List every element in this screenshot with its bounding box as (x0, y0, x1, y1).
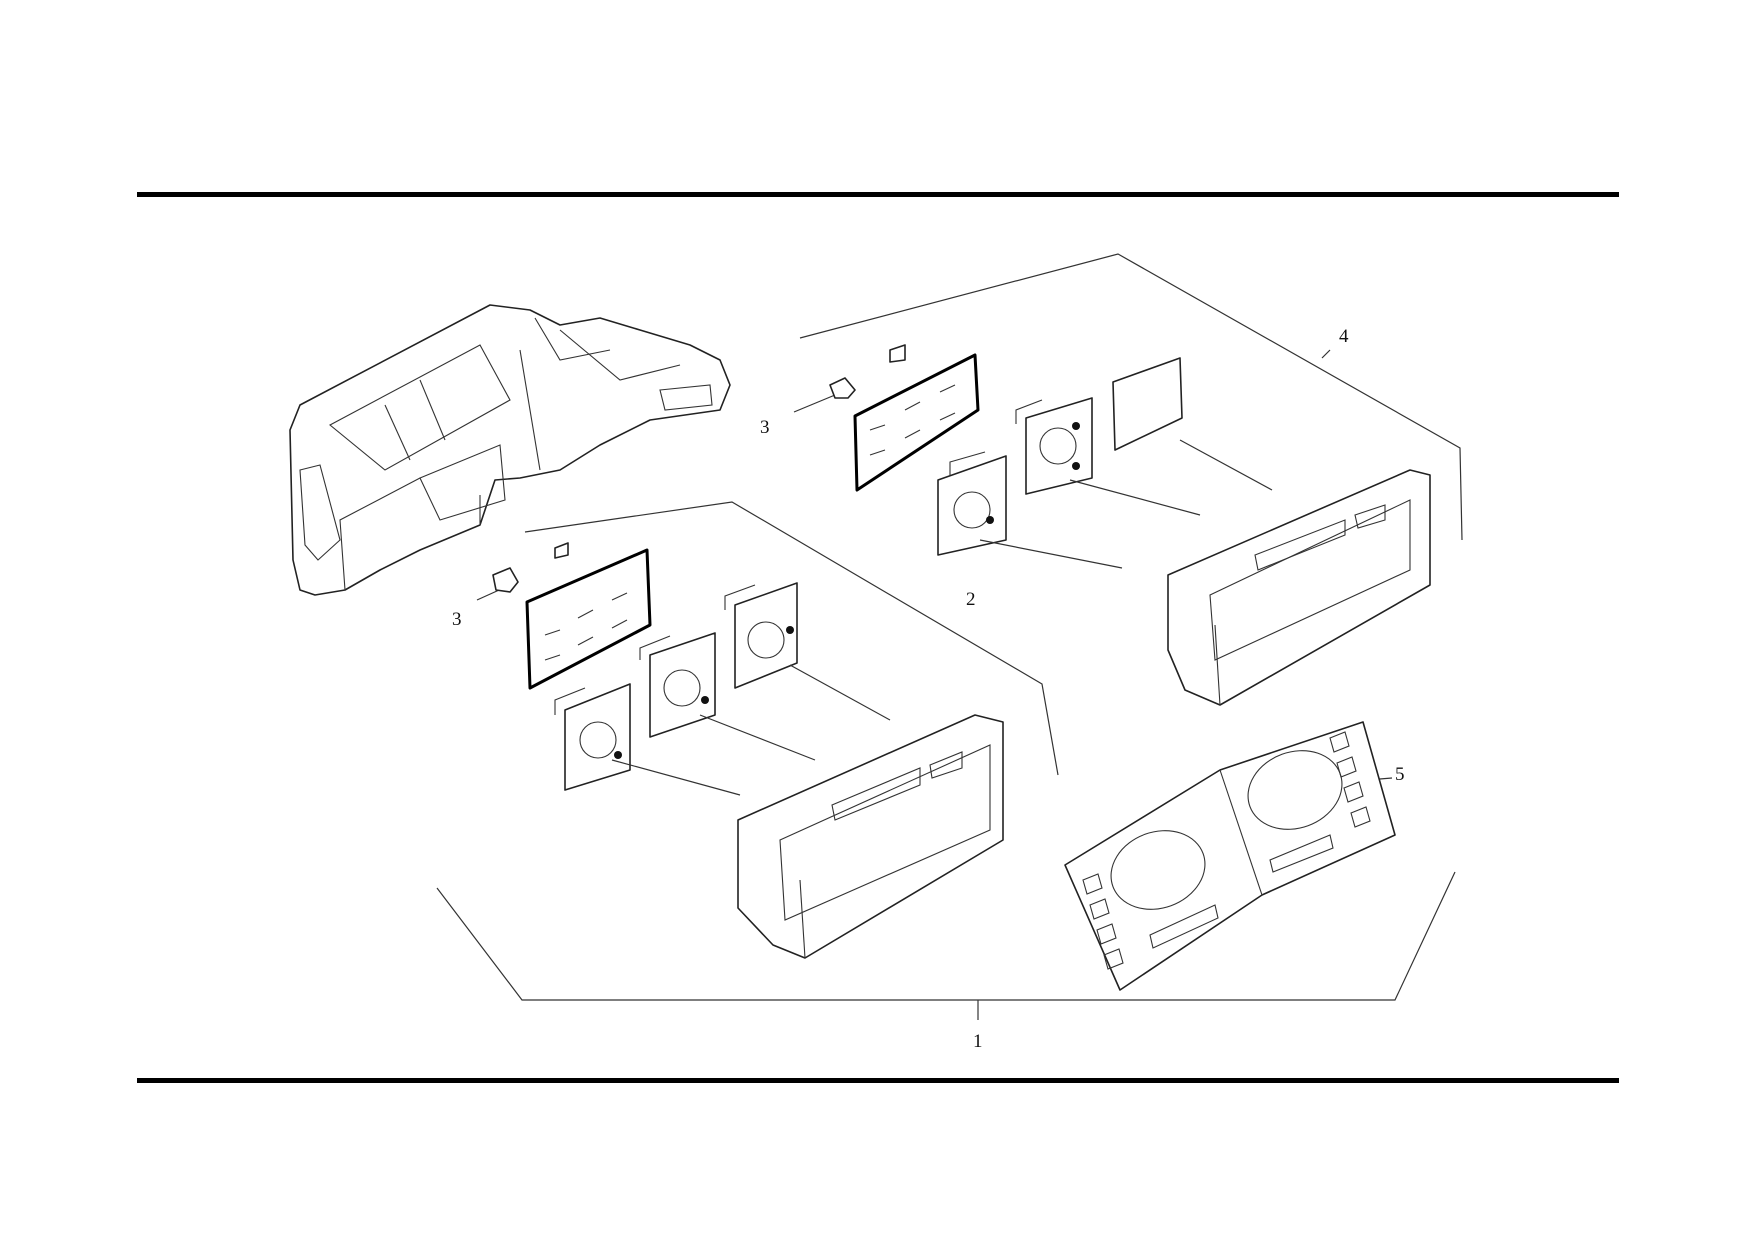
upper-knob-module-1 (937, 455, 1007, 556)
lower-bulb-socket (492, 567, 519, 593)
lower-knob-module-3 (734, 582, 798, 689)
upper-blank-plate (1112, 357, 1183, 451)
callout-3-upper: 3 (760, 417, 770, 438)
upper-control-assembly (829, 344, 1431, 706)
lower-small-clip (554, 542, 569, 559)
lower-knob-module-1 (564, 683, 631, 791)
callout-4: 4 (1339, 326, 1349, 347)
dashboard-illustration (289, 304, 731, 596)
upper-knob-module-2 (1025, 397, 1093, 495)
upper-small-clip (889, 344, 906, 363)
callout-1: 1 (973, 1031, 983, 1052)
bezel-outline (1064, 721, 1396, 991)
upper-control-housing (1167, 469, 1431, 706)
lower-control-assembly (492, 542, 1004, 959)
top-rule (137, 192, 1619, 197)
upper-bulb-socket (829, 377, 856, 399)
lower-circuit-board (525, 548, 652, 690)
callout-2: 2 (966, 589, 976, 610)
lower-knob-module-2 (649, 632, 716, 738)
upper-circuit-board (853, 353, 980, 492)
lower-control-housing (737, 714, 1004, 959)
callout-3-lower: 3 (452, 609, 462, 630)
bottom-rule (137, 1078, 1619, 1083)
callout-5: 5 (1395, 764, 1405, 785)
bezel-panel (1064, 721, 1396, 991)
leader-lines (436, 253, 1463, 1020)
